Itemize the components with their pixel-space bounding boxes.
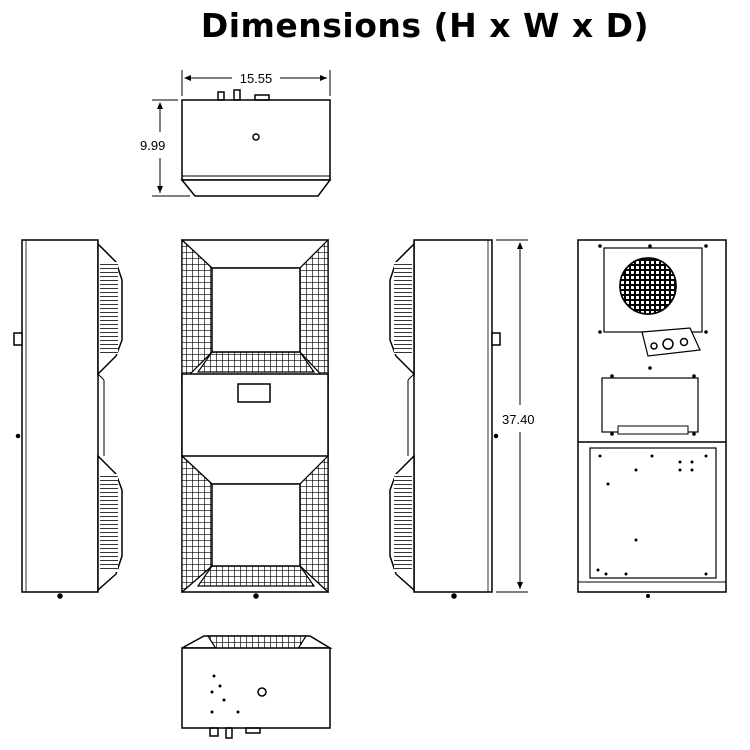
height-dimension-label: 37.40 — [502, 412, 535, 427]
rear-view-holes — [596, 244, 708, 598]
bottom-view-holes — [210, 674, 240, 714]
rear-view — [577, 239, 727, 593]
width-dimension-label: 15.55 — [240, 71, 273, 86]
bottom-view — [181, 635, 333, 739]
front-view — [181, 238, 329, 599]
depth-dimension-label: 9.99 — [140, 138, 165, 153]
right-side-view — [389, 239, 528, 599]
top-view — [152, 70, 332, 197]
page-title: Dimensions (H x W x D) — [200, 6, 650, 45]
left-side-view — [13, 239, 123, 599]
